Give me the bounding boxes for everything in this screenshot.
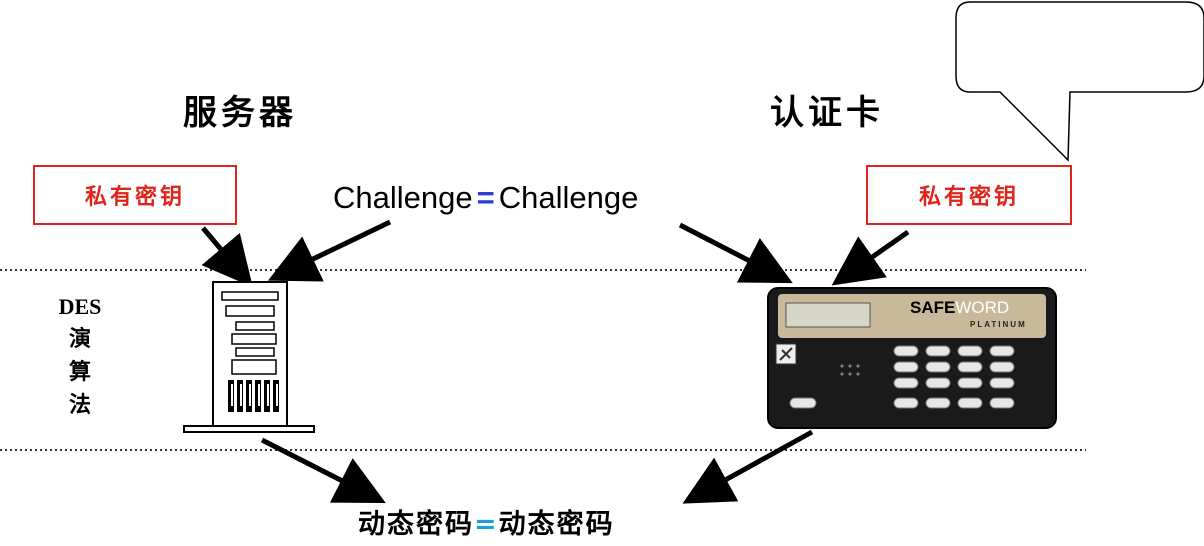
dynamic-password-right: 动态密码 <box>498 509 615 540</box>
server-title: 服务器 <box>183 93 297 133</box>
challenge-equation: Challenge=Challenge <box>333 180 638 216</box>
card-brand-platinum: PLATINUM <box>970 320 1027 329</box>
callout-bubble <box>955 1 1204 162</box>
des-label-1: 演 <box>68 327 91 352</box>
arrow-card-to-password <box>682 429 814 504</box>
des-label-3: 法 <box>68 393 91 418</box>
card-private-key-label: 私有密钥 <box>918 185 1019 210</box>
challenge-left: Challenge <box>333 180 473 215</box>
des-label-0: DES <box>58 294 102 319</box>
server-private-key-label: 私有密钥 <box>84 185 185 210</box>
server-private-key-box: 私有密钥 <box>33 165 237 225</box>
arrow-key-to-server <box>201 226 253 288</box>
des-label-2: 算 <box>68 360 91 385</box>
safeword-token-card-icon <box>767 287 1057 429</box>
des-algorithm-label: DES 演 算 法 <box>50 290 110 422</box>
dynamic-password-left: 动态密码 <box>358 509 474 540</box>
arrow-key-to-card <box>831 229 910 286</box>
card-private-key-box: 私有密钥 <box>866 165 1072 225</box>
server-tower-icon <box>183 281 315 433</box>
callout-text <box>970 20 1190 80</box>
challenge-equals: = <box>476 180 495 215</box>
dynamic-password-equation: 动态密码=动态密码 <box>358 502 615 541</box>
card-brand: SAFEWORD <box>910 298 1009 318</box>
card-brand-safe: SAFE <box>910 298 956 317</box>
dynamic-password-equals: = <box>474 509 499 540</box>
arrow-server-to-password <box>260 437 386 504</box>
card-title: 认证卡 <box>770 93 884 133</box>
challenge-right: Challenge <box>498 180 639 215</box>
arrow-challenge-to-server <box>267 219 392 282</box>
arrow-challenge-to-card <box>678 222 793 284</box>
card-brand-word: WORD <box>955 298 1010 317</box>
